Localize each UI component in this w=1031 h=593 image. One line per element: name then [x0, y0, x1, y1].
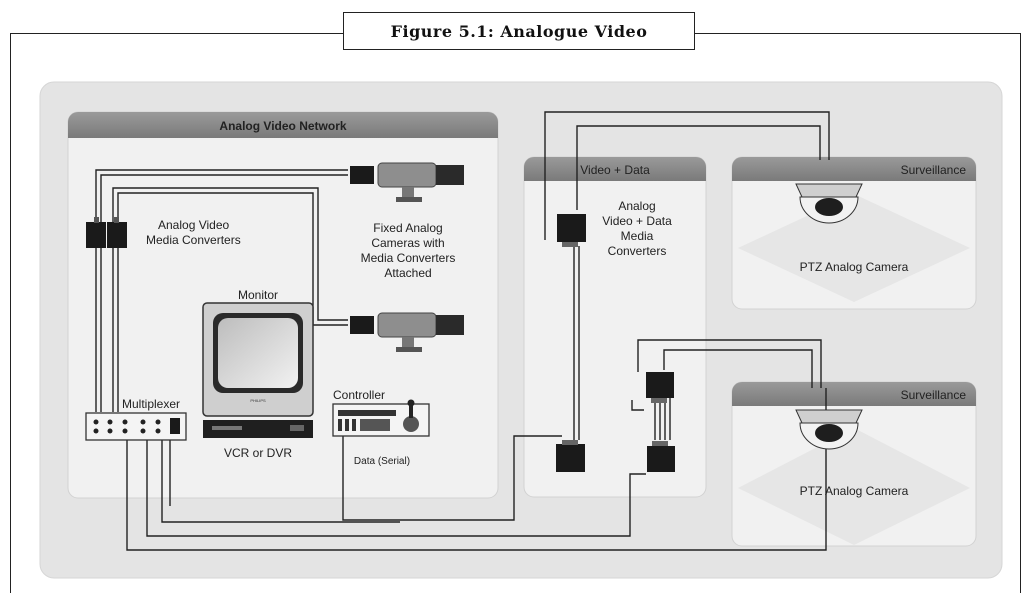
label-analog-video-line2: Media Converters [146, 233, 241, 247]
label-controller: Controller [333, 388, 385, 402]
ptz-camera-bottom [795, 409, 863, 450]
panel-surveillance-top: Surveillance PTZ Analog Camera [731, 156, 977, 310]
label-fixed-cameras-line2: Cameras with [371, 236, 444, 250]
label-av-data-line1: Analog [618, 199, 655, 213]
panel-surveillance-bottom: Surveillance PTZ Analog Camera [731, 381, 977, 547]
av-data-converter-bottom-right [647, 441, 675, 472]
ptz-camera-top [795, 183, 863, 224]
av-data-converter-bottom-left [556, 440, 585, 472]
label-fixed-cameras-line3: Media Converters [361, 251, 456, 265]
analog-media-converters [86, 217, 127, 248]
controller [332, 399, 430, 437]
panel-title-surveillance-top: Surveillance [901, 163, 967, 177]
av-data-converter-top [557, 214, 586, 247]
av-data-converter-mid [646, 372, 674, 403]
label-vcr-dvr: VCR or DVR [224, 446, 292, 460]
multiplexer [85, 412, 187, 441]
fixed-camera-top [350, 162, 464, 202]
label-av-data-line3: Media [621, 229, 654, 243]
label-fixed-cameras-line4: Attached [384, 266, 431, 280]
ptz-bottom-label: PTZ Analog Camera [800, 484, 909, 498]
panel-title-surveillance-bottom: Surveillance [901, 388, 967, 402]
ptz-top-label: PTZ Analog Camera [800, 260, 909, 274]
figure-caption: Figure 5.1: Analogue Video [343, 12, 695, 50]
panel-title-analog-network: Analog Video Network [219, 119, 346, 133]
label-data-serial: Data (Serial) [354, 456, 410, 467]
panel-title-video-data: Video + Data [580, 163, 650, 177]
label-analog-video-line1: Analog Video [158, 218, 230, 232]
label-monitor: Monitor [238, 288, 278, 302]
label-multiplexer: Multiplexer [122, 397, 180, 411]
monitor-brand: PHILIPS [250, 398, 266, 403]
fixed-camera-bottom [350, 312, 464, 352]
label-fixed-cameras-line1: Fixed Analog [373, 221, 442, 235]
panel-video-data: Video + Data [523, 156, 707, 498]
monitor: PHILIPS [202, 302, 314, 417]
cables [95, 111, 830, 551]
vcr-dvr [203, 420, 313, 438]
label-av-data-line4: Converters [608, 244, 667, 258]
label-av-data-line2: Video + Data [602, 214, 672, 228]
